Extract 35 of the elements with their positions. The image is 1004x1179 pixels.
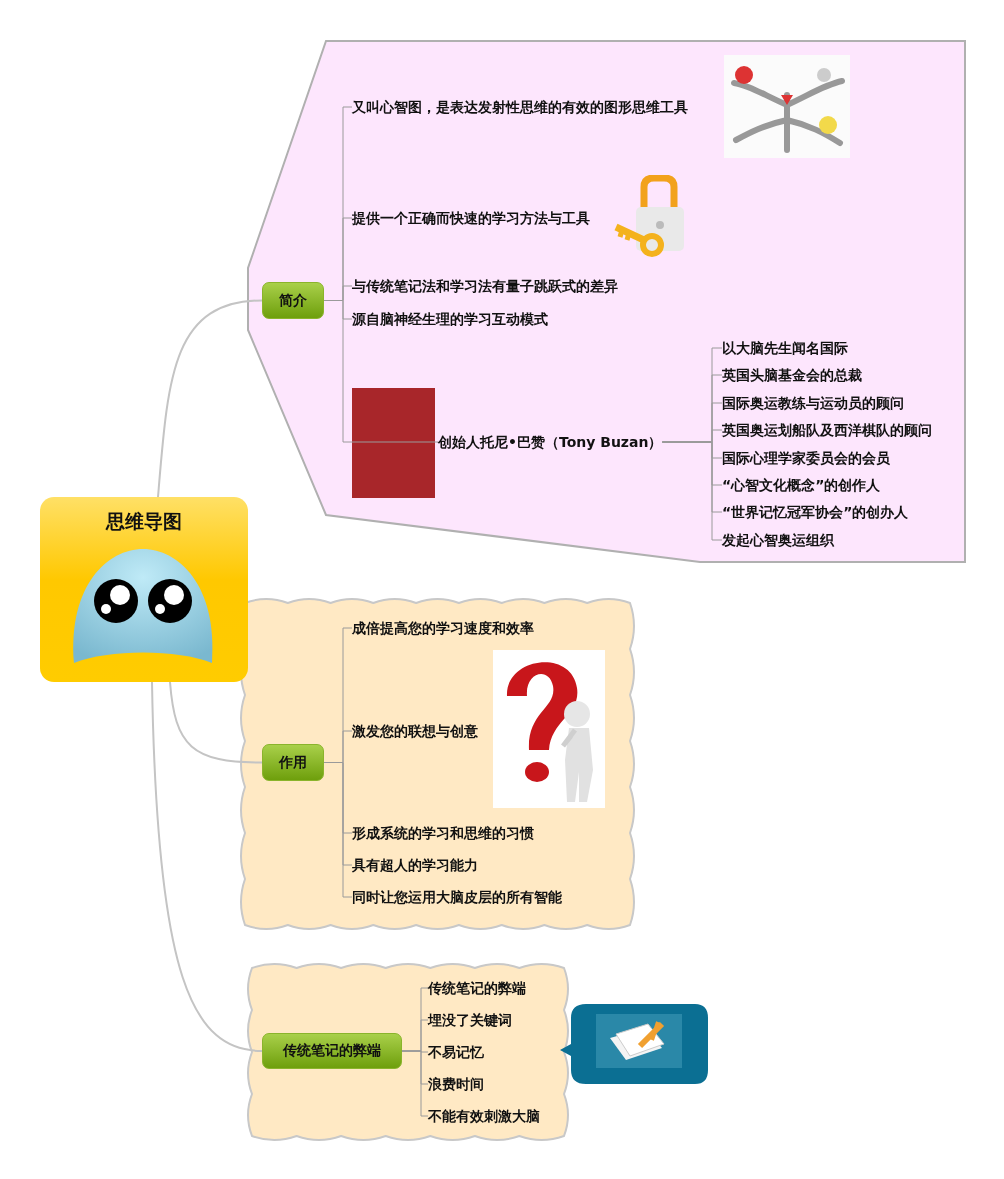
central-topic-box bbox=[40, 497, 248, 682]
subtopic-text: 国际心理学家委员会的会员 bbox=[722, 449, 890, 467]
subtopic-text: 浪费时间 bbox=[428, 1075, 484, 1093]
subtopic-text: 不易记忆 bbox=[428, 1043, 484, 1061]
subtopic-text: 具有超人的学习能力 bbox=[352, 856, 478, 874]
central-topic-label: 思维导图 bbox=[104, 509, 183, 534]
subtopic-text: 国际奥运教练与运动员的顾问 bbox=[722, 394, 904, 412]
connector-line bbox=[169, 681, 263, 764]
topic-box: 传统笔记的弊端 bbox=[262, 1033, 402, 1069]
connector-line bbox=[151, 681, 263, 1052]
subtopic-text: 同时让您运用大脑皮层的所有智能 bbox=[352, 888, 562, 906]
subtopic-text: 与传统笔记法和学习法有量子跳跃式的差异 bbox=[352, 277, 618, 295]
subtopic-text: “世界记忆冠军协会”的创办人 bbox=[722, 503, 909, 521]
subtopic-text: “心智文化概念”的创作人 bbox=[722, 476, 881, 494]
topic-box: 简介 bbox=[262, 282, 324, 319]
boundary-shape bbox=[247, 40, 967, 564]
subtopic-text: 发起心智奥运组织 bbox=[722, 531, 834, 549]
subtopic-text: 成倍提高您的学习速度和效率 bbox=[352, 619, 534, 637]
connector-line bbox=[323, 762, 353, 898]
connector-line bbox=[401, 1050, 429, 1117]
subtopic-text: 英国头脑基金会的总裁 bbox=[722, 366, 862, 384]
connector-line bbox=[157, 299, 263, 498]
subtopic-text: 提供一个正确而快速的学习方法与工具 bbox=[352, 209, 590, 227]
topic-box: 作用 bbox=[262, 744, 324, 781]
subtopic-text: 传统笔记的弊端 bbox=[428, 979, 526, 997]
subtopic-text: 源自脑神经生理的学习互动模式 bbox=[352, 310, 548, 328]
subtopic-text: 激发您的联想与创意 bbox=[352, 722, 478, 740]
subtopic-text: 又叫心智图，是表达发射性思维的有效的图形思维工具 bbox=[352, 98, 688, 116]
subtopic-text: 英国奥运划船队及西洋棋队的顾问 bbox=[722, 421, 932, 439]
subtopic-text: 形成系统的学习和思维的习惯 bbox=[352, 824, 534, 842]
subtopic-text: 埋没了关键词 bbox=[428, 1011, 512, 1029]
subtopic-text: 以大脑先生闻名国际 bbox=[722, 339, 848, 357]
cloud-boundary bbox=[247, 963, 569, 1141]
subtopic-text: 不能有效刺激大脑 bbox=[428, 1107, 540, 1125]
subtopic-text: 创始人托尼•巴赞（Tony Buzan） bbox=[438, 433, 663, 451]
